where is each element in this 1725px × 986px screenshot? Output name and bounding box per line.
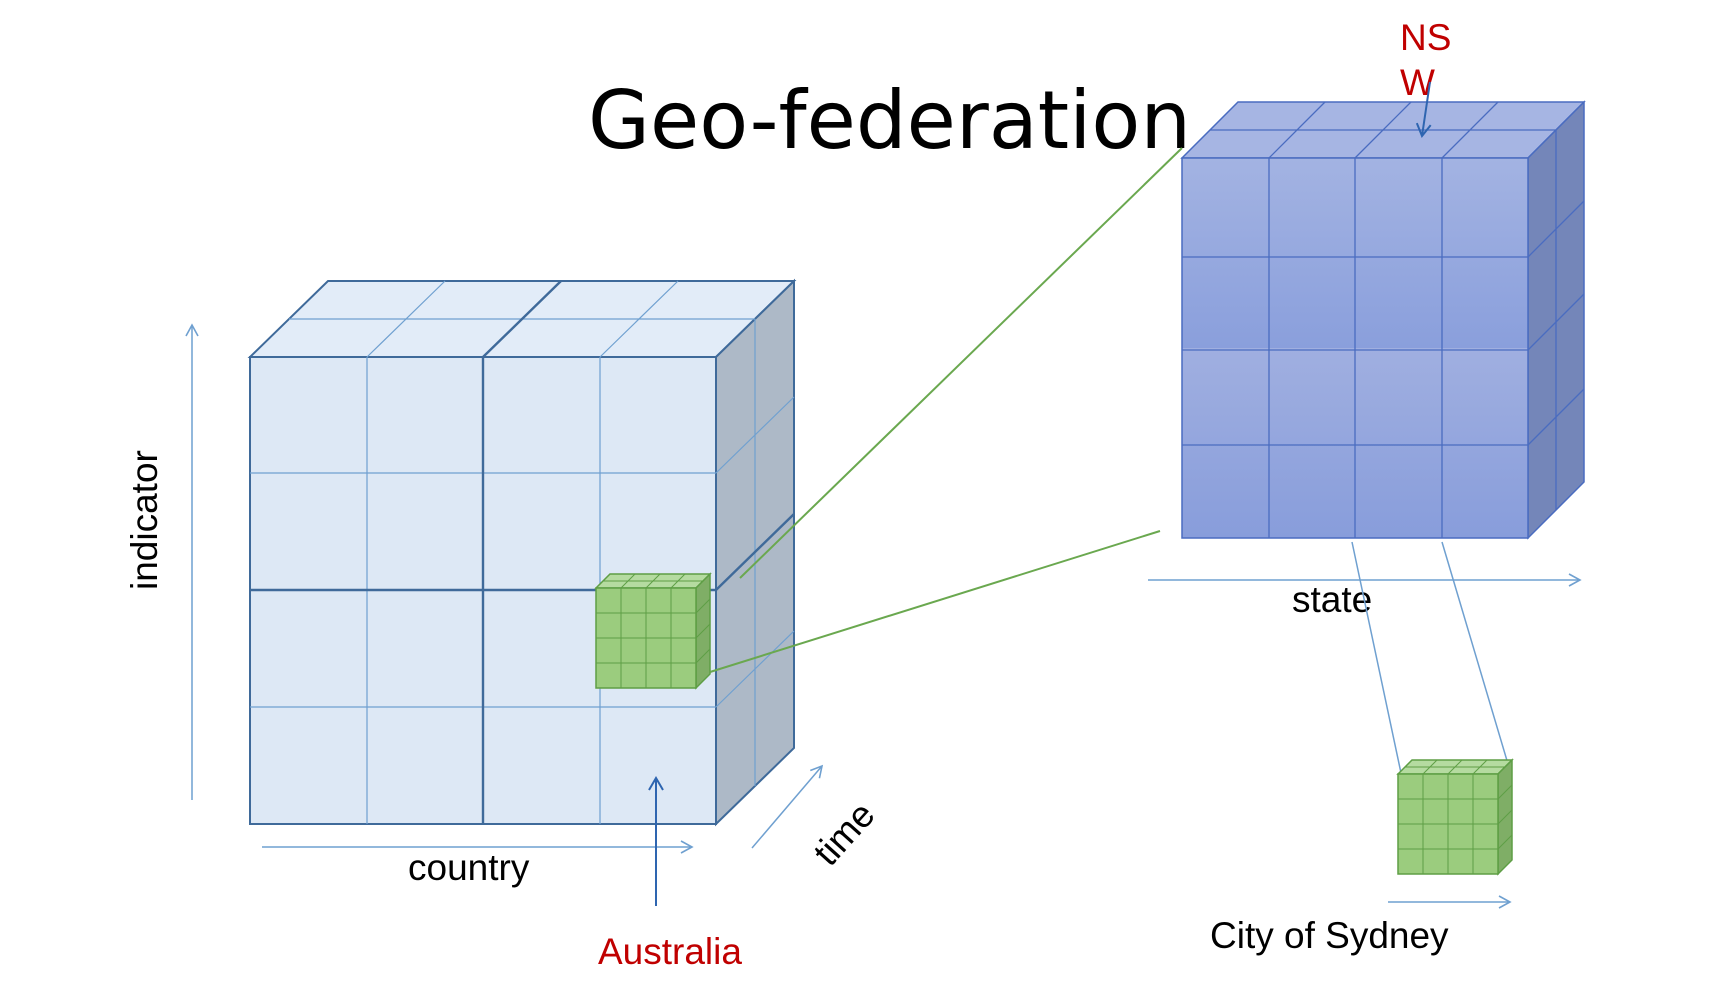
state-cube [1180,100,1586,540]
nsw-pointer-arrow [1415,81,1432,138]
city-label: City of Sydney [1210,915,1449,956]
country-label: country [408,847,530,888]
zoom-connector [709,147,1183,673]
nsw-label-line1: NS [1400,17,1451,58]
indicator-label: indicator [124,450,165,590]
australia-label: Australia [598,931,742,972]
city-subcube [1396,758,1514,876]
state-city-connector [1351,541,1509,807]
time-axis-arrow [751,764,824,849]
country-cube [247,278,797,827]
australia-subcube [594,572,712,690]
state-label: state [1292,579,1372,620]
time-label: time [805,794,882,873]
page-title: Geo-federation [588,74,1191,167]
